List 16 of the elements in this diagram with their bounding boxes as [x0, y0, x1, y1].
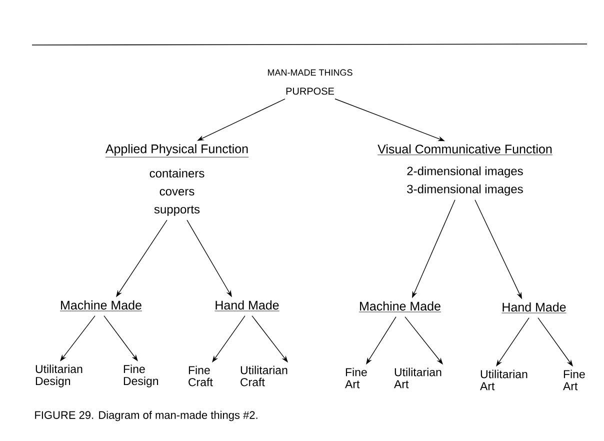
- leaf-label: Fine Art: [563, 370, 585, 390]
- caption: FIGURE 29. Diagram of man-made things #2.: [35, 410, 258, 422]
- leaf-label: Utilitarian Craft: [240, 366, 288, 386]
- leaf-label: Utilitarian Design: [36, 364, 82, 388]
- leaf-label: Utilitarian Art: [394, 368, 442, 388]
- category-heading: Machine Made: [358, 301, 442, 312]
- category-heading: Hand Made: [502, 302, 567, 314]
- leaf-label: Fine Art: [345, 368, 367, 388]
- category-heading: Applied Physical Function containers covers supports: [105, 144, 249, 216]
- leaf-label: Fine Craft: [188, 366, 213, 386]
- leaf-label: Fine Design: [124, 364, 158, 388]
- category-heading: Visual Communicative Function 2-dimensional images 3-dimensional images: [377, 144, 553, 196]
- heading-text: MAN-MADE THINGS PURPOSE: [268, 69, 352, 95]
- category-heading: Hand Made: [214, 300, 280, 312]
- category-heading: Machine Made: [60, 300, 142, 312]
- leaf-label: Utilitarian Art: [480, 370, 528, 390]
